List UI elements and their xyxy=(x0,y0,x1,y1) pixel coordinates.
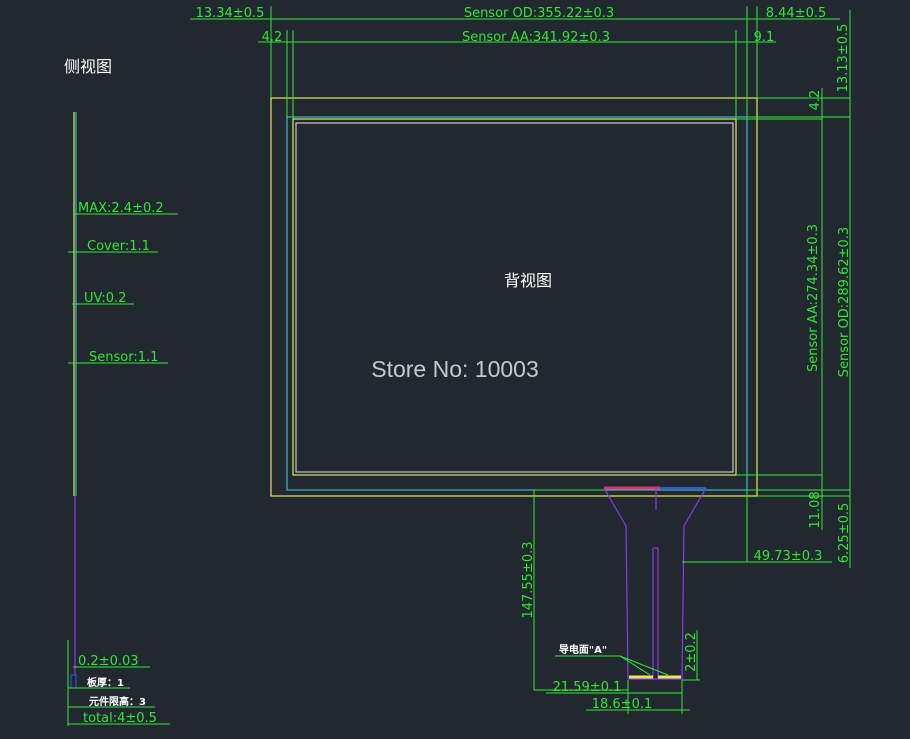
dim-top-margin: 13.13±0.5 xyxy=(836,24,851,93)
dim-side-total: total:4±0.5 xyxy=(83,711,157,726)
dim-bottom-margin: 6.25±0.5 xyxy=(837,503,852,564)
sensor-aa-outer xyxy=(292,118,737,476)
fpc-tail xyxy=(603,486,707,680)
dim-side-uv: UV:0.2 xyxy=(84,291,126,306)
dim-tail-width: 21.59±0.1 xyxy=(553,680,622,695)
dim-contact-length: 2±0.2 xyxy=(684,632,699,672)
dim-side-max: MAX:2.4±0.2 xyxy=(78,201,164,216)
sensor-od-outline xyxy=(286,116,748,491)
dim-sensor-aa-width: Sensor AA:341.92±0.3 xyxy=(462,30,610,45)
dim-top-inner: 4.2 xyxy=(808,90,823,111)
sensor-aa-inner xyxy=(295,122,734,473)
tail-left-edge xyxy=(603,487,629,680)
label-conductive-face: 导电面"A" xyxy=(559,643,607,656)
dim-left-margin: 13.34±0.5 xyxy=(196,6,265,21)
cover-outline xyxy=(270,97,758,497)
dim-sensor-od-height: Sensor OD:289.62±0.3 xyxy=(837,227,852,377)
dim-tail-offset: 49.73±0.3 xyxy=(754,549,823,564)
dim-right-inner: 9.1 xyxy=(754,30,775,45)
side-view: 侧视图 MAX:2.4±0.2 Cover:1.1 UV:0.2 Sensor:… xyxy=(64,57,178,726)
dim-bottom-inner: 11.08 xyxy=(808,491,823,528)
side-view-title: 侧视图 xyxy=(64,57,112,76)
dim-side-sensor: Sensor:1.1 xyxy=(89,350,158,365)
dim-sensor-od-width: Sensor OD:355.22±0.3 xyxy=(464,6,614,21)
dim-pad-width: 18.6±0.1 xyxy=(592,697,653,712)
dim-component-height: 元件限高：3 xyxy=(89,695,146,708)
top-dimensions: 13.34±0.5 Sensor OD:355.22±0.3 8.44±0.5 … xyxy=(190,6,840,119)
dim-sensor-aa-height: Sensor AA:274.34±0.3 xyxy=(806,224,821,372)
dim-board-thickness: 板厚：1 xyxy=(87,676,124,689)
dim-tail-length: 147.55±0.3 xyxy=(521,541,536,618)
back-view-title: 背视图 xyxy=(504,271,552,290)
board-block xyxy=(70,674,77,689)
dim-side-cover: Cover:1.1 xyxy=(87,239,150,254)
store-watermark: Store No: 10003 xyxy=(371,356,539,382)
tail-right-edge xyxy=(681,487,707,680)
back-view: 背视图 xyxy=(270,97,758,680)
dim-right-margin: 8.44±0.5 xyxy=(766,6,827,21)
dim-left-inner: 4.2 xyxy=(262,30,283,45)
right-dimensions: 13.13±0.5 4.2 Sensor AA:274.34±0.3 Senso… xyxy=(682,10,852,568)
tail-dimensions: 147.55±0.3 导电面"A" 2±0.2 21.59±0.1 18.6±0… xyxy=(521,489,700,714)
dim-side-fpc: 0.2±0.03 xyxy=(78,654,139,669)
